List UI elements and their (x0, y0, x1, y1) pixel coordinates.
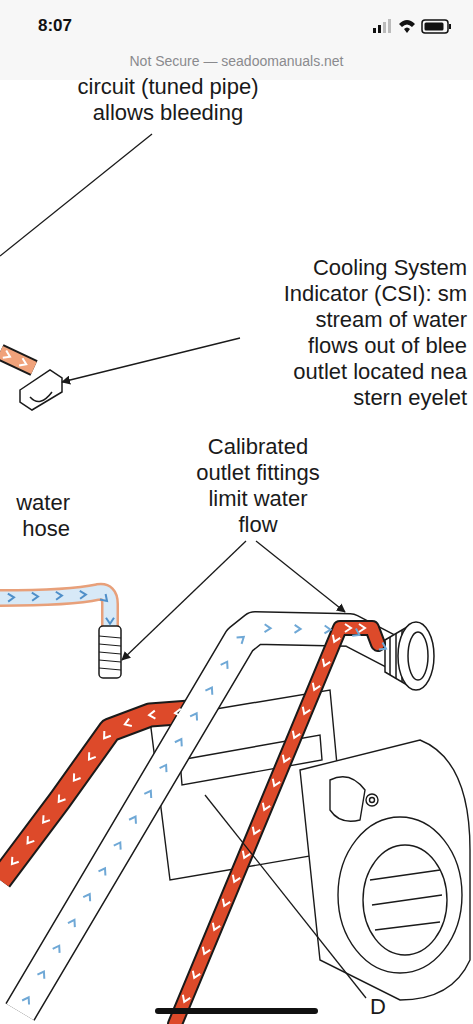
flow-arrow (221, 899, 231, 908)
flow-arrow (295, 625, 301, 633)
flow-arrow (80, 591, 86, 599)
flow-arrow (281, 755, 291, 764)
tube-outline (175, 628, 378, 1024)
flow-arrow (190, 711, 200, 720)
outlet-tube (175, 628, 378, 1024)
browser-bar (0, 0, 473, 80)
text-line: flow (138, 512, 378, 538)
outlet-ring (385, 622, 434, 690)
flow-arrow (53, 944, 63, 953)
leader-line (62, 338, 240, 382)
flow-arrow (321, 659, 331, 668)
flow-arrow (101, 731, 111, 741)
flow-arrow (68, 918, 78, 927)
text-line: outlet located nea (207, 359, 467, 385)
flow-arrow (149, 711, 156, 719)
flow-arrow (99, 866, 109, 875)
flow-arrow (175, 737, 185, 746)
flow-arrow (24, 836, 34, 846)
flow-arrow (331, 635, 341, 644)
home-indicator (155, 1008, 318, 1014)
status-time: 8:07 (38, 15, 118, 36)
flow-arrow (56, 795, 66, 805)
flow-arrow (265, 624, 271, 632)
flow-arrow (19, 358, 28, 368)
flow-arrow (251, 827, 261, 836)
flow-arrow (144, 789, 154, 798)
tuned-pipe-hose (0, 352, 34, 368)
flow-arrow (237, 634, 247, 644)
flow-arrow (123, 719, 131, 729)
callout-text: water hose (0, 490, 70, 542)
flow-arrow (231, 875, 241, 884)
flow-arrow (301, 707, 311, 716)
flow-arrow (8, 593, 14, 601)
flow-arrow (22, 995, 32, 1004)
flow-arrow (181, 995, 191, 1004)
text-line: water (0, 490, 70, 516)
flow-arrow (71, 773, 81, 783)
flow-arrow (221, 660, 231, 669)
bleed-outlet-fitting (20, 370, 62, 410)
text-line: stern eyelet (207, 385, 467, 411)
flow-arrow (86, 752, 96, 762)
flow-arrow (241, 851, 251, 860)
flow-arrow (271, 779, 281, 788)
status-icons (373, 19, 451, 33)
hose-outline (0, 592, 110, 628)
leader-line (0, 134, 152, 256)
text-line: allows bleeding (48, 100, 288, 126)
flow-arrow (345, 624, 351, 632)
flow-arrow (311, 683, 321, 692)
text-line: outlet fittings (138, 460, 378, 486)
url-bar-text: Not Secure — seadoomanuals.net (0, 52, 473, 70)
flow-arrow (359, 624, 365, 632)
text-line: stream of water (207, 307, 467, 333)
flow-arrow (175, 709, 182, 717)
callout-text: circuit (tuned pipe) allows bleeding (48, 74, 288, 126)
threaded-fitting (99, 626, 121, 678)
flow-arrow (3, 351, 12, 361)
leader-line (205, 795, 366, 998)
text-line: Calibrated (138, 434, 378, 460)
flow-arrow (352, 629, 361, 639)
flow-arrow (9, 857, 19, 867)
callout-text: Calibrated outlet fittings limit water f… (138, 434, 378, 538)
flow-arrow (56, 592, 62, 600)
flow-arrow (129, 815, 139, 824)
callout-letter: D (370, 994, 400, 1020)
flow-arrow (211, 923, 221, 932)
callout-text: Cooling System Indicator (CSI): sm strea… (207, 255, 467, 411)
flow-arrow (114, 840, 124, 849)
flow-arrow (291, 731, 301, 740)
flow-arrow (100, 594, 110, 604)
flow-arrow (106, 618, 114, 624)
flow-arrow (201, 947, 211, 956)
water-hose (0, 592, 110, 628)
text-line: Cooling System (207, 255, 467, 281)
flow-arrow (379, 642, 388, 652)
eyelet (30, 392, 52, 401)
flow-arrow (261, 803, 271, 812)
flow-arrow (325, 625, 331, 633)
text-line: flows out of blee (207, 333, 467, 359)
flow-arrow (205, 685, 215, 694)
text-line: Indicator (CSI): sm (207, 281, 467, 307)
flow-arrow (160, 763, 170, 772)
flow-arrows (3, 351, 388, 1005)
text-line: circuit (tuned pipe) (48, 74, 288, 100)
text-line: hose (0, 516, 70, 542)
leader-line (256, 541, 345, 612)
flow-arrow (191, 971, 201, 980)
flow-arrow (37, 970, 47, 979)
text-line: limit water (138, 486, 378, 512)
flow-arrow (83, 892, 93, 901)
hose-outline (0, 352, 34, 368)
flow-arrow (32, 592, 38, 600)
flow-arrow (40, 815, 50, 825)
